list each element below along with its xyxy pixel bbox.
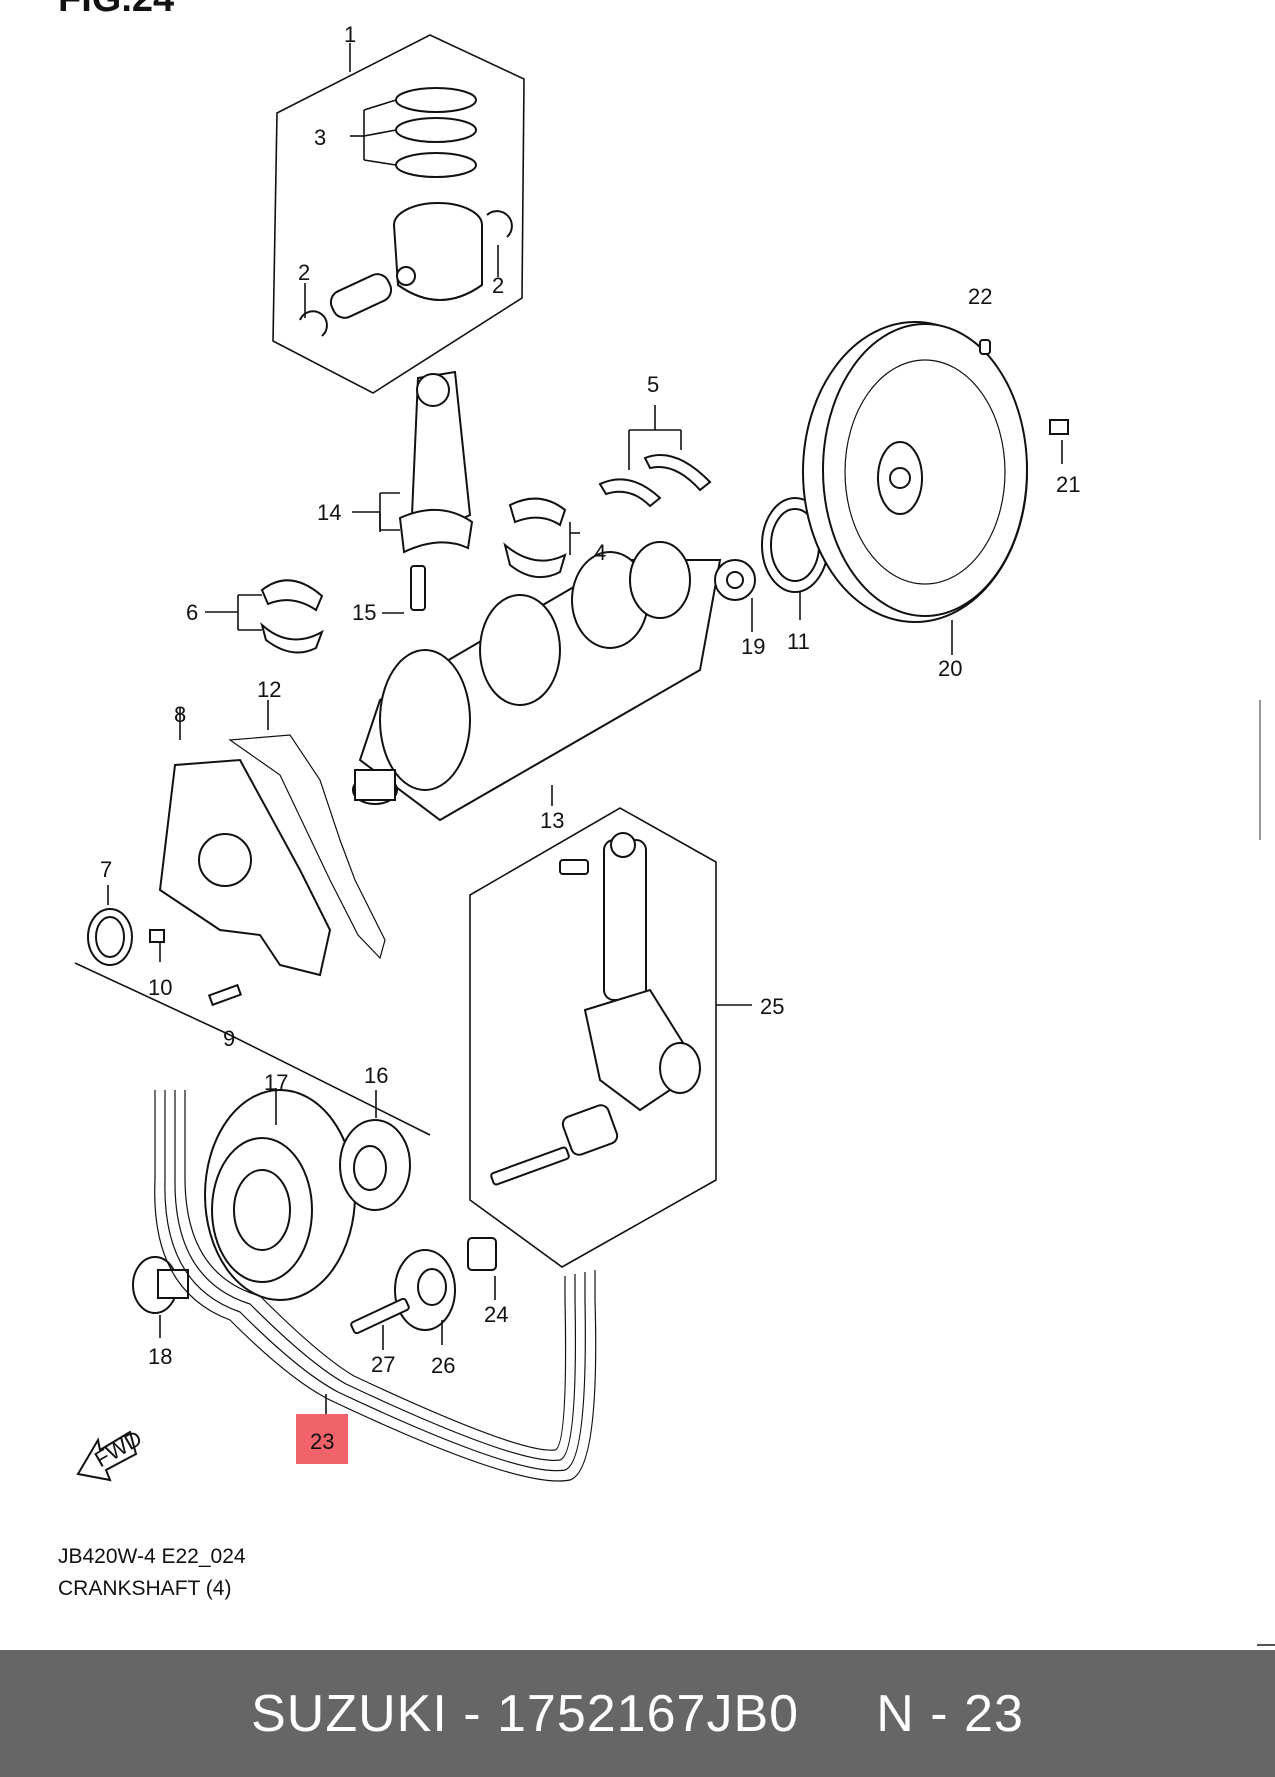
label-2b: 2	[492, 273, 504, 298]
label-14: 14	[317, 500, 341, 525]
part-labels: 1 3 2 2 22 5 21 14 4 6 15 19 11 20 12 8 …	[100, 22, 1080, 1454]
label-2a: 2	[298, 260, 310, 285]
front-cover-gasket[interactable]	[228, 700, 386, 960]
label-3: 3	[314, 125, 326, 150]
figure-heading: FIG.24	[58, 0, 174, 21]
label-22: 22	[968, 284, 992, 309]
dowel-pin[interactable]	[979, 339, 991, 355]
tensioner-group[interactable]	[469, 807, 752, 1268]
label-17: 17	[264, 1070, 288, 1095]
scrollbar-tick	[1257, 1644, 1275, 1646]
pilot-bearing[interactable]	[714, 559, 756, 632]
label-26: 26	[431, 1353, 455, 1378]
scrollbar-track[interactable]	[1259, 700, 1275, 840]
label-16: 16	[364, 1063, 388, 1088]
label-8: 8	[174, 702, 186, 727]
crank-bearings[interactable]	[205, 405, 712, 654]
timing-sprocket[interactable]	[339, 1090, 411, 1211]
piston-group[interactable]	[272, 34, 525, 394]
label-19: 19	[741, 634, 765, 659]
label-15: 15	[352, 600, 376, 625]
label-10: 10	[148, 975, 172, 1000]
diagram-title: CRANKSHAFT (4)	[58, 1577, 232, 1600]
label-6: 6	[186, 600, 198, 625]
idler-pulley[interactable]	[394, 1249, 456, 1345]
label-27: 27	[371, 1352, 395, 1377]
label-20: 20	[938, 656, 962, 681]
crank-pulley[interactable]	[204, 1088, 356, 1301]
flywheel-bolt[interactable]	[1049, 419, 1069, 464]
cover-bolt[interactable]	[149, 929, 243, 1007]
idler-nut[interactable]	[467, 1237, 497, 1300]
crankshaft-exploded-diagram: FWD 1 3 2 2 22 5 21 14 4 6 15 19 11 20 1…	[74, 22, 1080, 1482]
label-1: 1	[344, 22, 356, 47]
v-ribbed-belt[interactable]	[154, 1090, 597, 1482]
pulley-bolt-washer[interactable]	[132, 1256, 189, 1338]
label-24: 24	[484, 1302, 508, 1327]
footer-bar: SUZUKI - 1752167JB0 N - 23	[0, 1650, 1275, 1777]
diagram-code: JB420W-4 E22_024	[58, 1545, 246, 1568]
label-4: 4	[594, 540, 606, 565]
highlight-box	[296, 1414, 348, 1464]
label-13: 13	[540, 808, 564, 833]
label-12: 12	[257, 677, 281, 702]
label-9: 9	[223, 1026, 235, 1051]
label-18: 18	[148, 1344, 172, 1369]
label-5: 5	[647, 372, 659, 397]
footer-part-number: SUZUKI - 1752167JB0 N - 23	[251, 1684, 1024, 1743]
flywheel[interactable]	[802, 321, 1028, 655]
forward-arrow-icon: FWD	[76, 1425, 146, 1482]
label-25: 25	[760, 994, 784, 1019]
idler-bolt[interactable]	[350, 1297, 410, 1350]
front-oil-seal[interactable]	[87, 885, 133, 966]
label-21: 21	[1056, 472, 1080, 497]
label-7: 7	[100, 857, 112, 882]
crankshaft[interactable]	[352, 541, 722, 822]
svg-text:FWD: FWD	[90, 1425, 146, 1472]
label-11: 11	[787, 629, 810, 654]
connecting-rod[interactable]	[352, 370, 474, 614]
front-cover[interactable]	[158, 758, 332, 977]
label-23: 23	[310, 1429, 334, 1454]
